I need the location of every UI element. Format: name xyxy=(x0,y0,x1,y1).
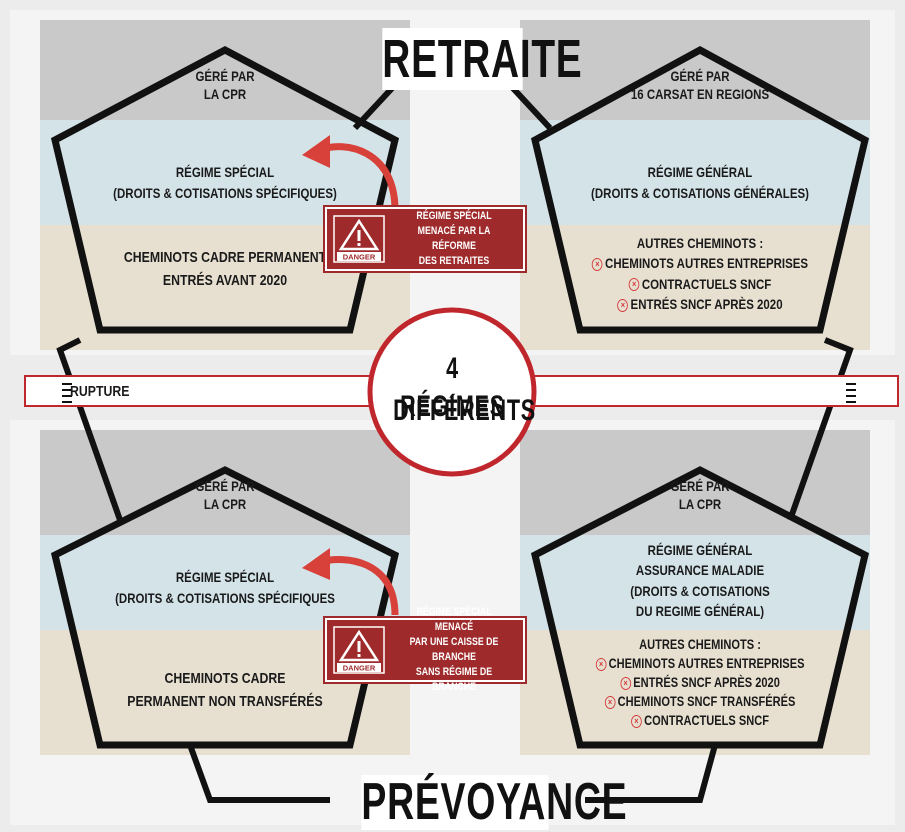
pentagon-prevoyance-right xyxy=(530,466,870,749)
arrow-bottom xyxy=(302,548,399,616)
cross-circle-icon: × xyxy=(595,657,607,671)
retraite-right-population: AUTRES CHEMINOTS : ×CHEMINOTS AUTRES ENT… xyxy=(585,233,815,314)
band-regime-br xyxy=(520,535,870,630)
band-managed-tl xyxy=(40,20,410,120)
retraite-left-regime: RÉGIME SPÉCIAL(DROITS & COTISATIONS SPÉC… xyxy=(113,164,337,201)
rupture-label: RUPTURE xyxy=(70,383,130,400)
danger-icon: DANGER xyxy=(333,215,385,263)
band-regime-bl xyxy=(40,535,410,630)
pentagon-prevoyance-left xyxy=(50,466,400,749)
band-regime-tr xyxy=(520,120,870,225)
prevoyance-right-population: AUTRES CHEMINOTS : ×CHEMINOTS AUTRES ENT… xyxy=(585,636,815,730)
cross-circle-icon: × xyxy=(620,676,631,690)
retraite-title: RETRAITE xyxy=(382,28,583,90)
danger-label: DANGER xyxy=(343,253,376,262)
pentagons xyxy=(50,46,870,749)
cross-circle-icon: × xyxy=(591,258,603,272)
cross-circle-icon: × xyxy=(631,714,642,728)
connector-lines xyxy=(56,82,854,803)
danger-label: DANGER xyxy=(343,664,376,673)
retraite-right-regime: RÉGIME GÉNÉRAL(DROITS & COTISATIONS GÉNÉ… xyxy=(591,164,809,201)
danger-icon: DANGER xyxy=(333,626,385,674)
band-managed-tr xyxy=(520,20,870,120)
pentagon-retraite-right xyxy=(530,46,870,334)
prevoyance-left-regime: RÉGIME SPÉCIAL(DROITS & COTISATIONS SPÉC… xyxy=(115,569,335,606)
band-managed-bl xyxy=(40,430,410,535)
pentagon-retraite-left xyxy=(50,46,400,334)
arrow-top xyxy=(302,135,399,211)
center-line-2: DIFFÉRENTS xyxy=(393,394,536,427)
center-circle xyxy=(367,307,537,477)
rupture-marks xyxy=(62,383,856,403)
cross-circle-icon: × xyxy=(604,695,616,709)
prevoyance-title: PRÉVOYANCE xyxy=(361,773,628,831)
center-line-1: 4 RÉGIMES xyxy=(400,352,505,423)
cross-circle-icon: × xyxy=(628,278,640,292)
band-managed-br xyxy=(520,430,870,535)
cross-circle-icon: × xyxy=(617,298,629,312)
